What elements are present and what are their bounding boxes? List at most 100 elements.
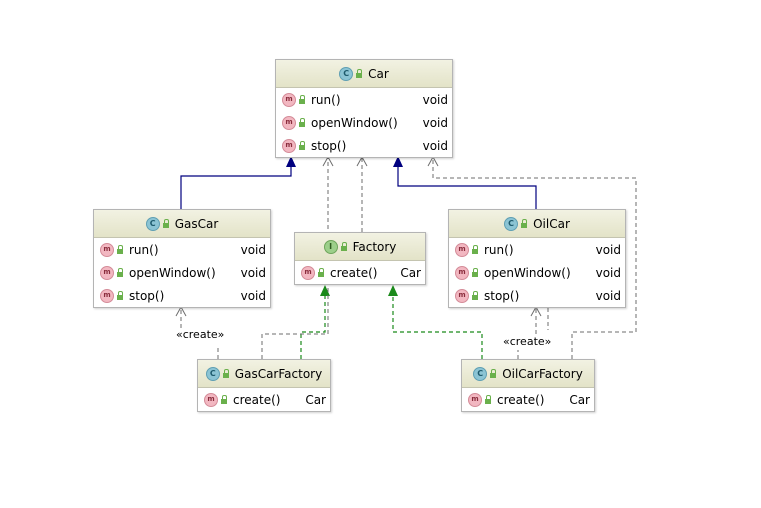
lock-icon <box>485 395 491 404</box>
lock-icon <box>472 268 478 277</box>
class-header: C OilCarFactory <box>462 360 594 388</box>
lock-icon <box>299 141 305 150</box>
class-name: Factory <box>352 239 397 254</box>
lock-icon <box>356 69 363 78</box>
method-icon: m <box>100 242 114 257</box>
method-icon: m <box>455 242 469 257</box>
method-row[interactable]: m openWindow() void <box>94 261 270 284</box>
interface-icon: I <box>323 239 338 254</box>
lock-icon <box>162 219 169 228</box>
return-type: Car <box>400 265 421 280</box>
class-header: C GasCar <box>94 210 270 238</box>
realization-arrowhead <box>388 285 398 296</box>
inheritance-arrowhead <box>286 156 296 167</box>
class-icon: C <box>205 366 220 381</box>
method-icon: m <box>455 265 469 280</box>
method-row[interactable]: m stop() void <box>449 284 625 307</box>
method-name: run() <box>129 242 159 257</box>
method-icon: m <box>204 392 218 407</box>
method-name: openWindow() <box>129 265 216 280</box>
method-icon: m <box>301 265 315 280</box>
method-icon: m <box>455 288 469 303</box>
edge-oilcar-extends-car <box>393 156 537 209</box>
method-row[interactable]: m run() void <box>276 88 452 111</box>
method-row[interactable]: m openWindow() void <box>449 261 625 284</box>
return-type: Car <box>569 392 590 407</box>
class-oilcarfactory[interactable]: C OilCarFactory m create() Car <box>461 359 595 412</box>
class-header: C GasCarFactory <box>198 360 330 388</box>
class-name: OilCarFactory <box>502 366 583 381</box>
class-name: Car <box>368 66 389 81</box>
return-type: void <box>595 288 621 303</box>
class-icon: C <box>339 66 354 81</box>
lock-icon <box>318 268 324 277</box>
edge-gascarfactory-implements-factory <box>300 285 330 359</box>
class-header: C OilCar <box>449 210 625 238</box>
return-type: void <box>240 242 266 257</box>
class-name: GasCar <box>174 216 219 231</box>
lock-icon <box>117 268 123 277</box>
method-row[interactable]: m stop() void <box>94 284 270 307</box>
lock-icon <box>299 95 305 104</box>
method-icon: m <box>282 138 296 153</box>
class-oilcar[interactable]: C OilCar m run() void m openWindow() voi… <box>448 209 626 308</box>
return-type: void <box>595 265 621 280</box>
method-icon: m <box>100 265 114 280</box>
lock-icon <box>222 369 229 378</box>
lock-icon <box>472 245 478 254</box>
method-row[interactable]: m create() Car <box>295 261 425 284</box>
class-icon: C <box>145 216 160 231</box>
return-type: void <box>422 138 448 153</box>
return-type: void <box>422 115 448 130</box>
lock-icon <box>299 118 305 127</box>
lock-icon <box>117 291 123 300</box>
method-name: create() <box>497 392 545 407</box>
method-icon: m <box>100 288 114 303</box>
class-header: I Factory <box>295 233 425 261</box>
lock-icon <box>472 291 478 300</box>
lock-icon <box>117 245 123 254</box>
method-name: run() <box>484 242 514 257</box>
method-row[interactable]: m openWindow() void <box>276 111 452 134</box>
method-name: stop() <box>484 288 520 303</box>
create-label-oilcar: «create» <box>503 335 552 348</box>
method-row[interactable]: m run() void <box>94 238 270 261</box>
return-type: void <box>240 265 266 280</box>
return-type: void <box>240 288 266 303</box>
method-row[interactable]: m create() Car <box>198 388 330 411</box>
class-car[interactable]: C Car m run() void m openWindow() void m… <box>275 59 453 158</box>
method-name: create() <box>330 265 378 280</box>
return-type: void <box>595 242 621 257</box>
edge-factory-depends-car <box>356 155 368 232</box>
method-row[interactable]: m create() Car <box>462 388 594 411</box>
lock-icon <box>221 395 227 404</box>
realization-arrowhead <box>320 285 330 296</box>
method-name: openWindow() <box>484 265 571 280</box>
method-icon: m <box>468 392 482 407</box>
method-name: stop() <box>129 288 165 303</box>
method-row[interactable]: m run() void <box>449 238 625 261</box>
create-label-gascar: «create» <box>176 328 225 341</box>
return-type: void <box>422 92 448 107</box>
inheritance-arrowhead <box>393 156 403 167</box>
interface-factory[interactable]: I Factory m create() Car <box>294 232 426 285</box>
class-name: OilCar <box>533 216 570 231</box>
method-name: run() <box>311 92 341 107</box>
method-name: create() <box>233 392 281 407</box>
class-gascarfactory[interactable]: C GasCarFactory m create() Car <box>197 359 331 412</box>
return-type: Car <box>305 392 326 407</box>
class-icon: C <box>473 366 488 381</box>
lock-icon <box>521 219 528 228</box>
class-header: C Car <box>276 60 452 88</box>
method-name: openWindow() <box>311 115 398 130</box>
edge-oilcarfactory-creates-oilcar <box>517 305 549 359</box>
lock-icon <box>490 369 497 378</box>
method-icon: m <box>282 115 296 130</box>
edge-oilcarfactory-implements-factory <box>388 285 483 359</box>
method-row[interactable]: m stop() void <box>276 134 452 157</box>
method-icon: m <box>282 92 296 107</box>
class-name: GasCarFactory <box>234 366 323 381</box>
class-gascar[interactable]: C GasCar m run() void m openWindow() voi… <box>93 209 271 308</box>
edge-gascar-extends-car <box>180 156 296 209</box>
method-name: stop() <box>311 138 347 153</box>
